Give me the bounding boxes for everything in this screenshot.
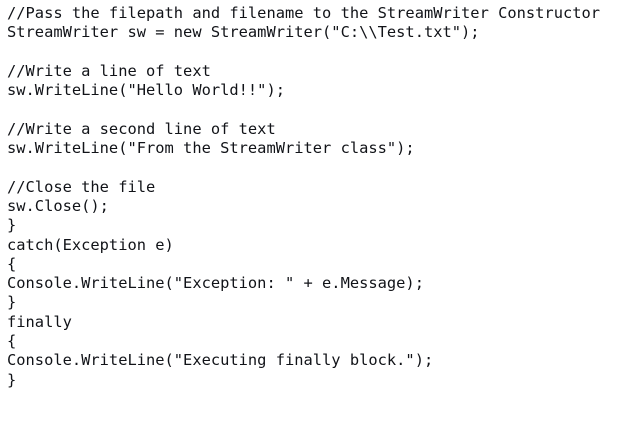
code-line: finally [7, 312, 72, 331]
code-line: { [7, 254, 17, 273]
code-line: Console.WriteLine("Exception: " + e.Mess… [7, 274, 424, 293]
code-line: sw.Close(); [7, 196, 109, 215]
code-snippet: //Pass the filepath and filename to the … [7, 4, 640, 390]
code-line: //Write a second line of text [7, 119, 276, 138]
code-line: sw.WriteLine("Hello World!!"); [7, 81, 285, 100]
code-line: sw.WriteLine("From the StreamWriter clas… [7, 139, 415, 158]
code-line-blank [7, 158, 640, 177]
code-line: } [7, 293, 17, 312]
code-line: Console.WriteLine("Executing finally blo… [7, 351, 434, 370]
code-line: } [7, 216, 17, 235]
code-line: { [7, 332, 17, 351]
code-line: //Write a line of text [7, 61, 211, 80]
code-line: //Pass the filepath and filename to the … [7, 4, 601, 22]
code-line: catch(Exception e) [7, 235, 174, 254]
code-line: } [7, 370, 17, 389]
code-line: //Close the file [7, 177, 156, 196]
code-line-blank [7, 43, 640, 62]
code-line: StreamWriter sw = new StreamWriter("C:\\… [7, 23, 480, 42]
code-line-blank [7, 100, 640, 119]
